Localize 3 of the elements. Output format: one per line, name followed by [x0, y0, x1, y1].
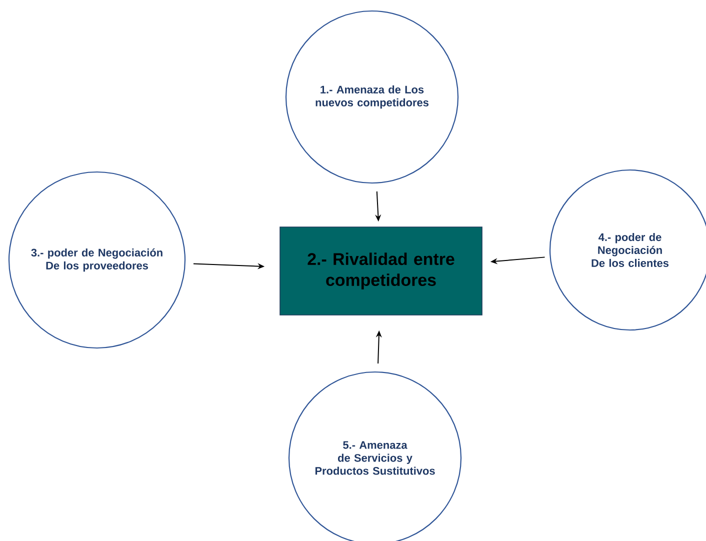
process-box: 2.- Rivalidad entre competidores — [280, 226, 482, 316]
circle-node: 1.- Amenaza de Los nuevos competidores — [285, 10, 459, 184]
circle-node: 3.- poder de Negociación De los proveedores — [8, 171, 186, 349]
